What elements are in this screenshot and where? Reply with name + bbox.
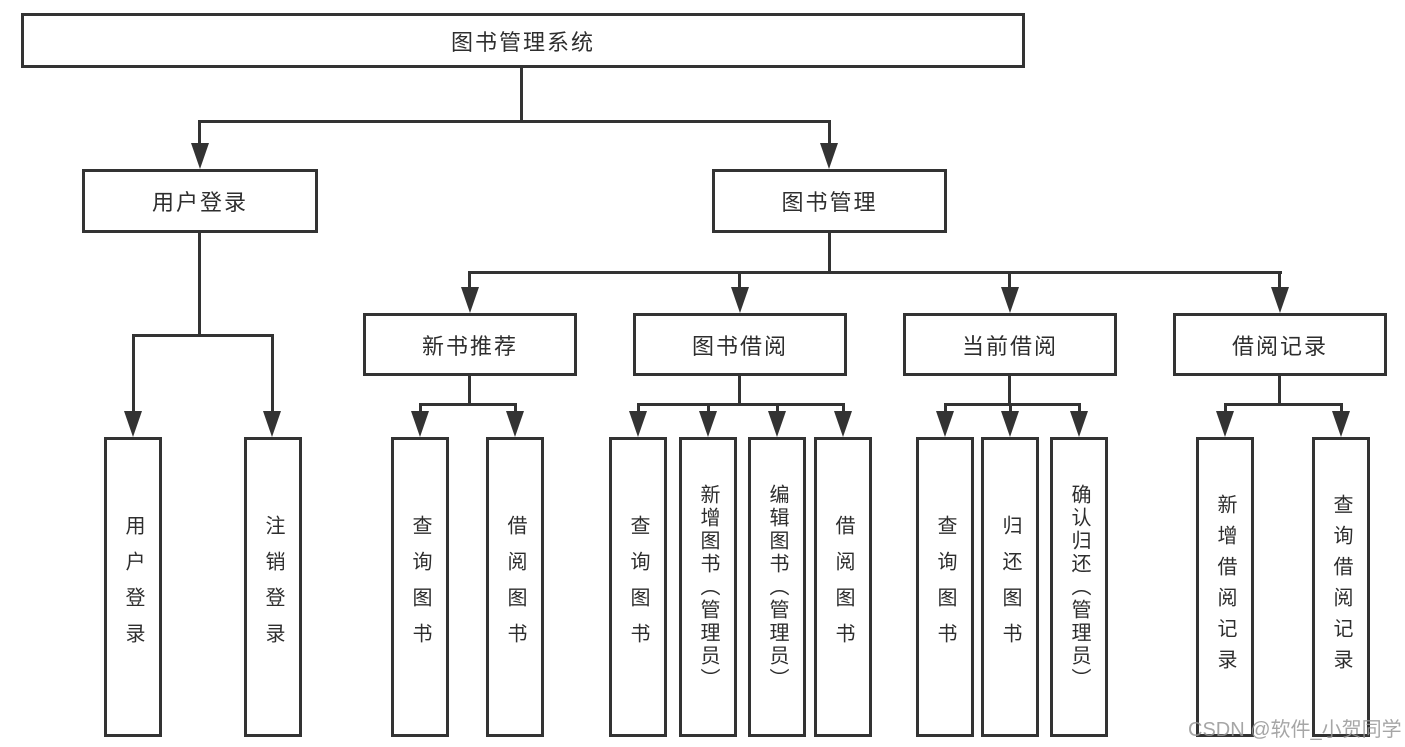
arrow-down-icon — [731, 287, 749, 313]
arrow-down-icon — [411, 411, 429, 437]
arrow-down-icon — [124, 411, 142, 437]
node-library-management-system: 图书管理系统 — [21, 13, 1025, 68]
connector-shaft-leaf — [776, 403, 779, 415]
arrow-down-icon — [629, 411, 647, 437]
connector-shaft-leaf — [1009, 403, 1012, 415]
connector-shaft-leaf — [944, 403, 947, 415]
leaf-edit-books-admin: 编辑图书（管理员） — [748, 437, 806, 737]
connector-shaft-leaf — [271, 334, 274, 414]
connector-shaft-book-management — [828, 120, 831, 146]
leaf-borrow-books-recommend: 借阅图书 — [486, 437, 544, 737]
arrow-down-icon — [1216, 411, 1234, 437]
leaf-borrow-books: 借阅图书 — [814, 437, 872, 737]
leaf-user-login: 用户登录 — [104, 437, 162, 737]
connector-shaft-leaf — [1340, 403, 1343, 415]
arrow-down-icon — [820, 143, 838, 169]
connector-shaft-leaf — [707, 403, 710, 415]
arrow-down-icon — [1070, 411, 1088, 437]
arrow-down-icon — [1001, 411, 1019, 437]
arrow-down-icon — [834, 411, 852, 437]
connector-shaft-leaf — [842, 403, 845, 415]
connector-l3-trunk — [1278, 376, 1281, 405]
connector-branch-records — [1224, 403, 1342, 406]
connector-root-branch — [198, 120, 831, 123]
connector-shaft-leaf — [1078, 403, 1081, 415]
node-current-borrowing: 当前借阅 — [903, 313, 1117, 376]
connector-shaft-leaf — [514, 403, 517, 415]
connector-login-branch — [132, 334, 274, 337]
leaf-add-books-admin: 新增图书（管理员） — [679, 437, 737, 737]
leaf-confirm-return-admin: 确认归还（管理员） — [1050, 437, 1108, 737]
arrow-down-icon — [506, 411, 524, 437]
node-book-management: 图书管理 — [712, 169, 947, 233]
connector-mgmt-branch — [468, 271, 1282, 274]
leaf-query-books-recommend: 查询图书 — [391, 437, 449, 737]
connector-shaft-leaf — [637, 403, 640, 415]
connector-l3-trunk — [1008, 376, 1011, 405]
leaf-logout: 注销登录 — [244, 437, 302, 737]
node-new-book-recommendation: 新书推荐 — [363, 313, 577, 376]
connector-l3-trunk — [468, 376, 471, 405]
leaf-add-borrowing-record: 新增借阅记录 — [1196, 437, 1254, 737]
arrow-down-icon — [461, 287, 479, 313]
arrow-down-icon — [1271, 287, 1289, 313]
arrow-down-icon — [936, 411, 954, 437]
connector-branch-recommend — [419, 403, 516, 406]
connector-shaft-user-login — [198, 120, 201, 146]
connector-root-trunk — [520, 68, 523, 122]
arrow-down-icon — [191, 143, 209, 169]
connector-l3-trunk — [738, 376, 741, 405]
arrow-down-icon — [768, 411, 786, 437]
connector-branch-borrow — [637, 403, 844, 406]
connector-shaft-l3 — [468, 271, 471, 291]
leaf-query-borrowing-record: 查询借阅记录 — [1312, 437, 1370, 737]
leaf-query-books-current: 查询图书 — [916, 437, 974, 737]
connector-shaft-leaf — [1224, 403, 1227, 415]
connector-shaft-leaf — [132, 334, 135, 414]
node-user-login: 用户登录 — [82, 169, 318, 233]
connector-shaft-leaf — [419, 403, 422, 415]
csdn-watermark: CSDN @软件_小贺同学 — [1188, 719, 1402, 741]
leaf-return-books: 归还图书 — [981, 437, 1039, 737]
node-book-borrowing: 图书借阅 — [633, 313, 847, 376]
leaf-query-books-borrow: 查询图书 — [609, 437, 667, 737]
connector-branch-current — [945, 403, 1080, 406]
arrow-down-icon — [1332, 411, 1350, 437]
connector-shaft-l3 — [1008, 271, 1011, 291]
connector-shaft-l3 — [1278, 271, 1281, 291]
node-borrowing-records: 借阅记录 — [1173, 313, 1387, 376]
connector-login-trunk — [198, 233, 201, 337]
arrow-down-icon — [699, 411, 717, 437]
arrow-down-icon — [1001, 287, 1019, 313]
connector-mgmt-trunk — [828, 233, 831, 274]
arrow-down-icon — [263, 411, 281, 437]
connector-shaft-l3 — [738, 271, 741, 291]
